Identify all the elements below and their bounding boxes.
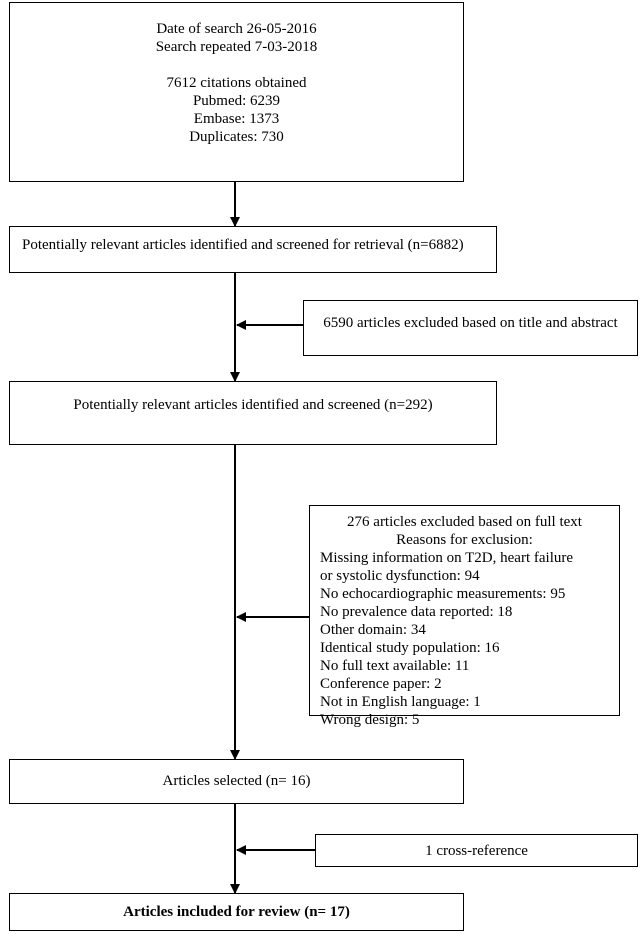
cross-reference-text: 1 cross-reference	[425, 843, 528, 859]
selected-text: Articles selected (n= 16)	[162, 773, 311, 789]
cross-reference-box: 1 cross-reference	[315, 834, 638, 867]
screened-text: Potentially relevant articles identified…	[73, 397, 433, 413]
exclusion-reason-item: or systolic dysfunction: 94	[320, 568, 480, 584]
screened-retrieval-box: Potentially relevant articles identified…	[9, 226, 497, 273]
exclusion-reason-item: Not in English language: 1	[320, 694, 481, 710]
excluded-full-text-title: 276 articles excluded based on full text	[347, 514, 582, 530]
selected-box: Articles selected (n= 16)	[9, 759, 464, 804]
exclusion-reason-item: No prevalence data reported: 18	[320, 604, 513, 620]
citations-total: 7612 citations obtained	[166, 75, 307, 91]
search-date: Date of search 26-05-2016	[156, 21, 317, 37]
citations-embase: Embase: 1373	[193, 111, 280, 127]
included-box: Articles included for review (n= 17)	[9, 893, 464, 931]
screened-retrieval-text: Potentially relevant articles identified…	[22, 237, 464, 253]
exclusion-reason-item: Identical study population: 16	[320, 640, 500, 656]
exclusion-reason-item: Missing information on T2D, heart failur…	[320, 550, 574, 566]
exclusion-reason-item: Conference paper: 2	[320, 676, 442, 692]
citations-duplicates: Duplicates: 730	[189, 129, 284, 145]
screened-box: Potentially relevant articles identified…	[9, 381, 497, 445]
excluded-title-abstract-text: 6590 articles excluded based on title an…	[323, 315, 618, 331]
search-spacer	[10, 56, 463, 74]
excluded-full-text-box: 276 articles excluded based on full text…	[309, 505, 620, 728]
citations-pubmed: Pubmed: 6239	[192, 93, 281, 109]
exclusion-reason-item: No echocardiographic measurements: 95	[320, 586, 566, 602]
search-repeated: Search repeated 7-03-2018	[155, 39, 318, 55]
search-box: Date of search 26-05-2016 Search repeate…	[9, 2, 464, 182]
exclusion-reason-item: Other domain: 34	[320, 622, 426, 638]
excluded-title-abstract-box: 6590 articles excluded based on title an…	[303, 300, 638, 356]
included-text: Articles included for review (n= 17)	[123, 904, 350, 920]
exclusion-reasons-heading: Reasons for exclusion:	[396, 532, 533, 548]
exclusion-reason-item: Wrong design: 5	[320, 712, 420, 728]
exclusion-reason-item: No full text available: 11	[320, 658, 470, 674]
